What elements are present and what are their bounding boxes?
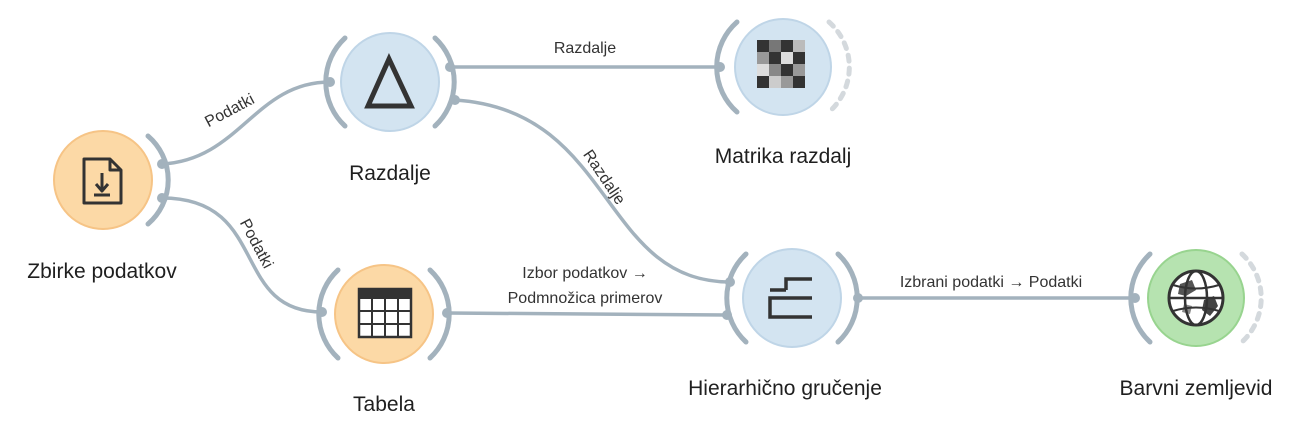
node-distances-circle[interactable] (340, 32, 440, 132)
node-distance-matrix[interactable]: Matrika razdalj (714, 18, 852, 168)
node-distances-output-arc[interactable] (432, 35, 457, 129)
node-matrix-output-arc (826, 19, 852, 115)
link-file-to-distances[interactable] (161, 80, 331, 166)
file-download-icon (82, 157, 123, 205)
node-choropleth-output-arc (1239, 251, 1264, 345)
node-choropleth[interactable]: Barvni zemljevid (1120, 249, 1273, 400)
node-distances[interactable]: Razdalje (323, 32, 457, 185)
link-label-table-clustering-line2: Podmnožica primerov (508, 290, 663, 307)
node-table-output-arc[interactable] (427, 267, 452, 361)
link-label-file-distances: Podatki (202, 91, 257, 131)
node-label-table: Tabela (353, 393, 415, 416)
node-clustering-input-arc[interactable] (724, 251, 749, 345)
node-label-distances: Razdalje (349, 162, 431, 185)
node-clustering-output-arc[interactable] (835, 251, 860, 345)
node-distances-input-arc[interactable] (323, 35, 348, 129)
node-matrix-input-arc[interactable] (714, 19, 740, 115)
globe-icon (1167, 269, 1225, 327)
links (161, 65, 1135, 317)
node-table[interactable]: Tabela (316, 264, 452, 416)
dendrogram-icon (768, 277, 812, 319)
delta-icon (364, 52, 415, 109)
checker-matrix-icon (757, 40, 805, 88)
node-table-input-arc[interactable] (316, 267, 341, 361)
link-label-table-clustering-line1: Izbor podatkov → (522, 265, 647, 282)
node-choropleth-input-arc[interactable] (1128, 251, 1153, 345)
link-label-distances-clustering: Razdalje (579, 147, 628, 208)
link-distances-to-clustering[interactable] (454, 98, 731, 284)
node-file-output-arc[interactable] (145, 133, 171, 227)
node-hierarchical-clustering[interactable]: Hierarhično gručenje (688, 248, 882, 400)
node-label-file: Zbirke podatkov (27, 260, 177, 283)
node-label-choropleth: Barvni zemljevid (1120, 377, 1273, 400)
link-label-clustering-choropleth: Izbrani podatki → Podatki (900, 274, 1082, 291)
link-table-to-clustering[interactable] (446, 311, 728, 317)
table-grid-icon (357, 287, 413, 339)
link-label-distances-matrix: Razdalje (554, 40, 616, 57)
node-label-matrix: Matrika razdalj (715, 145, 852, 168)
node-file[interactable]: Zbirke podatkov (27, 130, 177, 283)
link-file-to-table[interactable] (161, 196, 323, 314)
node-label-clustering: Hierarhično gručenje (688, 377, 882, 400)
